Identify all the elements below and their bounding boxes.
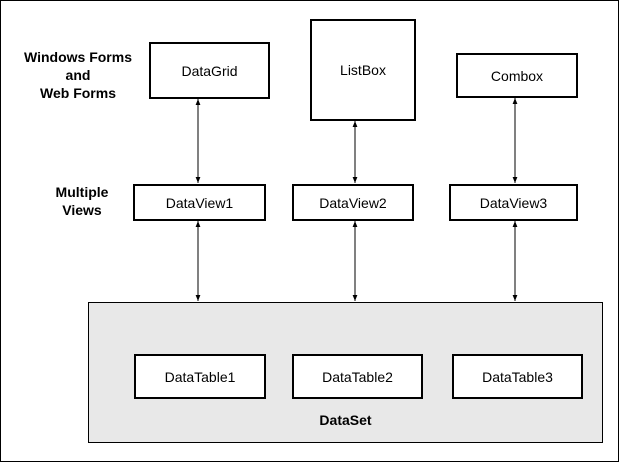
multiple-label: Multiple [55, 184, 109, 200]
ui-layer-label: Windows Forms and Web Forms [11, 48, 145, 102]
datatable1-box: DataTable1 [134, 354, 266, 399]
combox-label: Combox [490, 67, 544, 84]
datatable2-box: DataTable2 [292, 354, 423, 399]
dataview2-label: DataView2 [319, 194, 387, 211]
combox-box: Combox [456, 53, 578, 98]
views-label: Views [62, 202, 102, 218]
web-forms-label: Web Forms [40, 85, 116, 101]
dataview1-label: DataView1 [165, 194, 234, 211]
datatable3-box: DataTable3 [452, 354, 583, 399]
listbox-label: ListBox [340, 62, 386, 78]
dataview1-box: DataView1 [133, 184, 266, 221]
and-label: and [65, 67, 91, 83]
dataset-label: DataSet [319, 412, 372, 428]
dataview3-label: DataView3 [479, 194, 548, 211]
datatable1-label: DataTable1 [164, 368, 236, 385]
listbox-box: ListBox [310, 19, 416, 121]
datatable2-label: DataTable2 [322, 368, 393, 385]
datatable3-label: DataTable3 [482, 368, 553, 385]
dataview2-box: DataView2 [292, 184, 414, 221]
windows-forms-label: Windows Forms [24, 49, 132, 65]
datagrid-label: DataGrid [181, 62, 238, 79]
datagrid-box: DataGrid [149, 42, 270, 99]
dataview3-box: DataView3 [449, 184, 578, 221]
views-layer-label: Multiple Views [41, 183, 123, 219]
